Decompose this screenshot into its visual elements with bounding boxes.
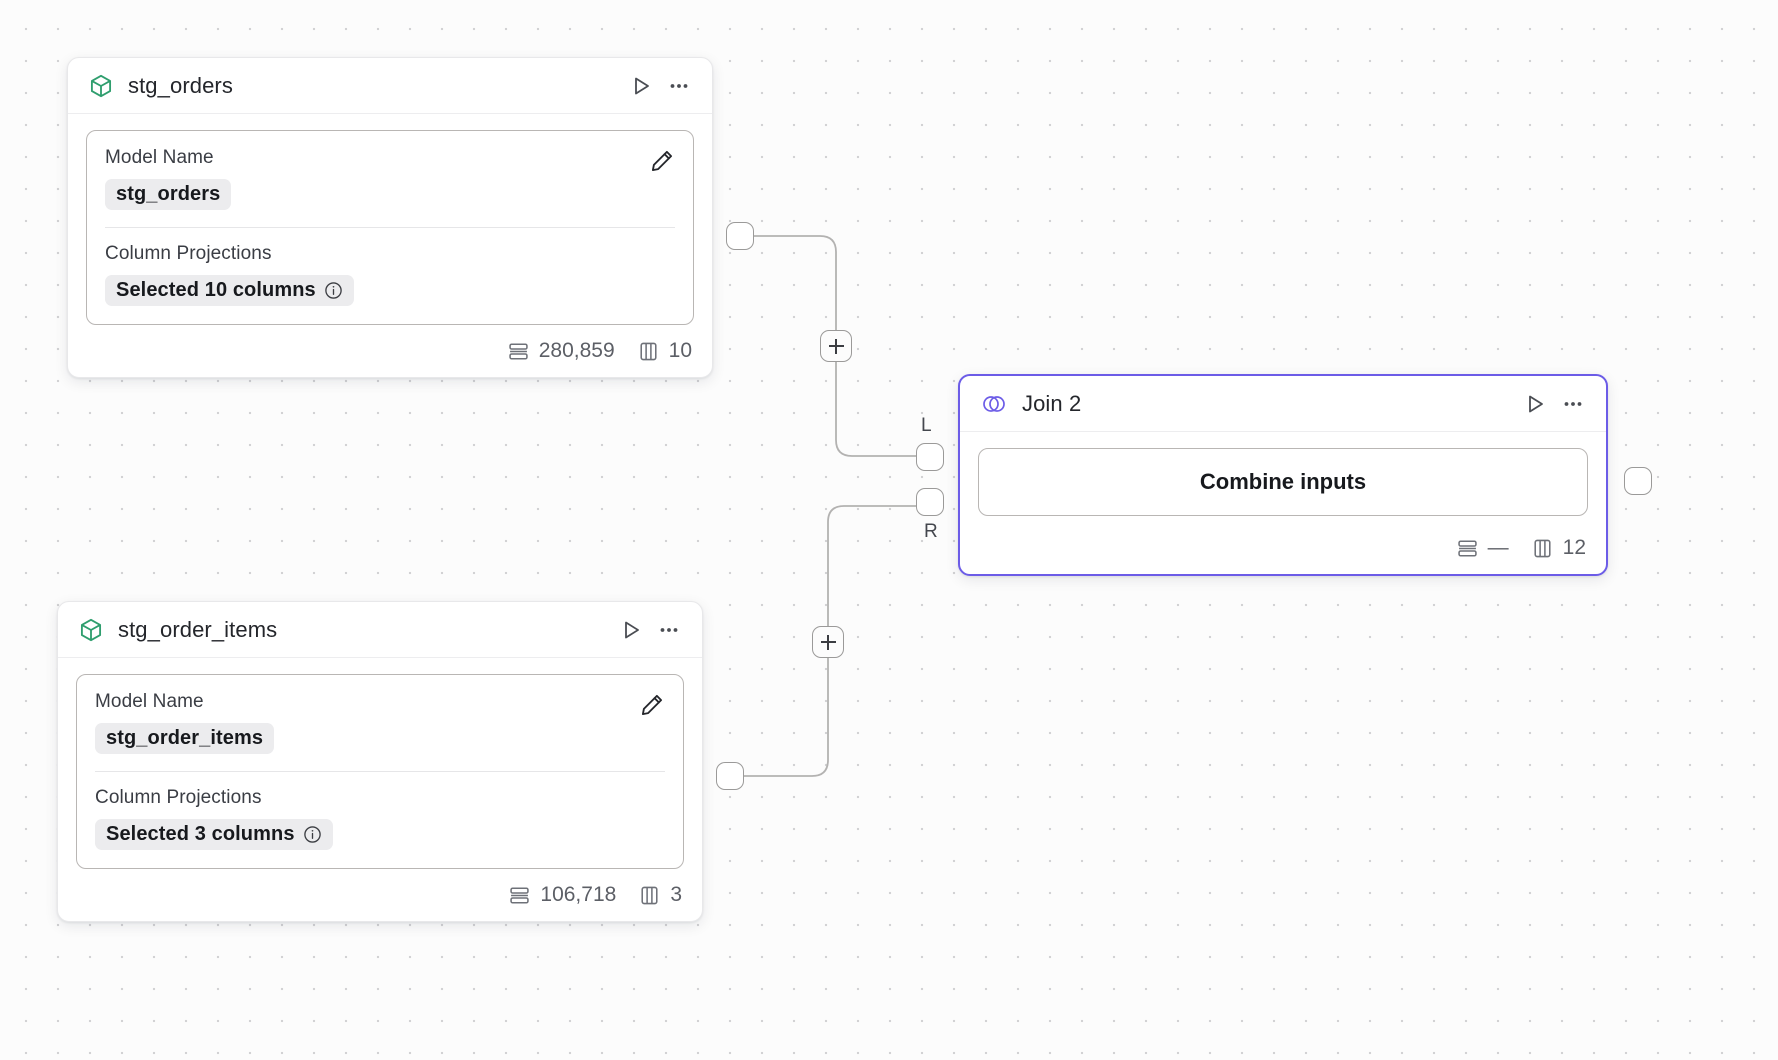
output-port-join-2[interactable] (1624, 467, 1652, 495)
column-count-value: 12 (1562, 536, 1586, 559)
run-icon[interactable] (616, 615, 646, 645)
info-icon[interactable] (303, 825, 322, 844)
model-name-label: Model Name (105, 147, 214, 168)
row-count-stat: 106,718 (508, 883, 616, 907)
join-input-port-left[interactable] (916, 443, 944, 471)
node-join-2[interactable]: Join 2 Combine inputs (958, 374, 1608, 576)
column-count-stat: 12 (1531, 536, 1586, 560)
model-name-row: Model Name stg_order_items (95, 691, 665, 754)
run-icon[interactable] (626, 71, 656, 101)
panel-divider (105, 227, 675, 228)
column-count-value: 3 (670, 883, 682, 906)
column-count-stat: 3 (638, 883, 682, 907)
node-header: Join 2 (960, 376, 1606, 432)
column-count-stat: 10 (637, 339, 692, 363)
row-count-value: — (1487, 536, 1509, 559)
add-node-button-upper-edge[interactable] (820, 330, 852, 362)
combine-inputs-button[interactable]: Combine inputs (978, 448, 1588, 516)
join-right-port-label: R (924, 521, 938, 542)
node-title: stg_order_items (118, 616, 278, 642)
cube-icon (78, 617, 104, 643)
edit-icon[interactable] (639, 691, 665, 718)
rows-icon (508, 884, 531, 907)
column-projections-row: Column Projections Selected 3 columns (95, 787, 665, 850)
node-footer-stats: — 12 (960, 526, 1606, 574)
more-options-icon[interactable] (664, 71, 694, 101)
row-count-value: 106,718 (540, 883, 617, 906)
output-port-stg-orders[interactable] (726, 222, 754, 250)
model-config-panel: Model Name stg_order_items Column Projec… (76, 674, 684, 869)
column-projections-row: Column Projections Selected 10 columns (105, 243, 675, 306)
model-config-panel: Model Name stg_orders Column Projections (86, 130, 694, 325)
add-node-button-lower-edge[interactable] (812, 626, 844, 658)
model-name-label: Model Name (95, 691, 204, 712)
column-projections-value[interactable]: Selected 3 columns (95, 819, 333, 850)
node-body: Model Name stg_order_items Column Projec… (58, 658, 702, 879)
row-count-value: 280,859 (538, 339, 615, 362)
run-icon[interactable] (1520, 389, 1550, 419)
node-header: stg_orders (68, 58, 712, 114)
join-left-port-label: L (921, 415, 932, 436)
column-projections-label: Column Projections (95, 787, 262, 808)
rows-icon (507, 340, 530, 363)
panel-divider (95, 771, 665, 772)
columns-icon (1531, 537, 1554, 560)
column-count-value: 10 (668, 339, 692, 362)
edit-icon[interactable] (649, 147, 675, 174)
node-body: Model Name stg_orders Column Projections (68, 114, 712, 335)
rows-icon (1456, 537, 1479, 560)
node-title: stg_orders (128, 72, 233, 98)
model-name-row: Model Name stg_orders (105, 147, 675, 210)
join-input-port-right[interactable] (916, 488, 944, 516)
node-header: stg_order_items (58, 602, 702, 658)
node-title: Join 2 (1022, 390, 1082, 416)
node-stg-order-items[interactable]: stg_order_items Model Name stg_order_ite… (57, 601, 703, 922)
node-stg-orders[interactable]: stg_orders Model Name stg_orders (67, 57, 713, 378)
row-count-stat: — (1456, 536, 1509, 560)
node-footer-stats: 280,859 10 (68, 335, 712, 377)
node-footer-stats: 106,718 3 (58, 879, 702, 921)
model-name-value[interactable]: stg_order_items (95, 723, 275, 754)
venn-icon (980, 390, 1008, 418)
columns-icon (637, 340, 660, 363)
columns-icon (638, 884, 661, 907)
model-name-value[interactable]: stg_orders (105, 179, 232, 210)
info-icon[interactable] (324, 281, 343, 300)
output-port-stg-order-items[interactable] (716, 762, 744, 790)
node-body: Combine inputs (960, 432, 1606, 526)
row-count-stat: 280,859 (507, 339, 615, 363)
column-projections-label: Column Projections (105, 243, 272, 264)
more-options-icon[interactable] (1558, 389, 1588, 419)
more-options-icon[interactable] (654, 615, 684, 645)
cube-icon (88, 73, 114, 99)
column-projections-value[interactable]: Selected 10 columns (105, 275, 354, 306)
